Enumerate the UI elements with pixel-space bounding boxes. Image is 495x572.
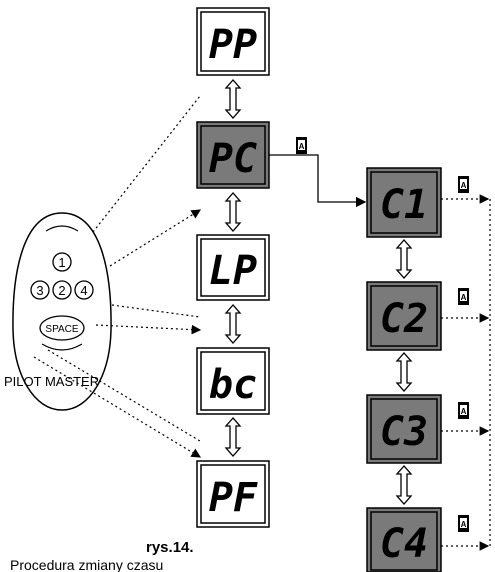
display-c2: C2 [367,282,441,350]
display-bc: bc [197,348,269,414]
double-arrow-icon [397,466,411,504]
display-c1-text: C1 [380,182,428,228]
button-a-icon: A [458,288,469,305]
display-pp: PP [197,8,269,75]
remote-label: PILOT MASTER [4,374,99,389]
display-pf: PF [197,461,269,527]
remote-button-3: 3 [36,283,43,298]
double-arrow-icon [397,353,411,391]
caption-title: rys.14. [146,539,194,556]
dotted-exit-lines [441,199,490,548]
button-a-label: A [299,142,305,151]
button-a-icon: A [296,137,307,154]
button-a-label: A [461,293,467,302]
double-arrow-icon [226,80,240,118]
double-arrow-icon [226,305,240,343]
display-c4-text: C4 [380,521,428,567]
display-c3: C3 [367,395,441,463]
display-pf-text: PF [209,475,258,521]
remote-button-2: 2 [58,283,65,298]
button-a-label: A [461,181,467,190]
button-a-icon: A [458,515,469,532]
display-c3-text: C3 [380,409,428,455]
display-pc: PC [197,122,269,188]
button-a-label: A [461,407,467,416]
display-lp: LP [197,235,269,300]
double-arrow-icon [226,418,240,456]
remote-button-1: 1 [58,255,65,270]
display-pp-text: PP [209,22,257,68]
display-c2-text: C2 [380,296,428,342]
double-arrow-icon [226,193,240,231]
remote-button-4: 4 [80,283,87,298]
button-a-icon: A [458,176,469,193]
display-lp-text: LP [209,248,257,294]
display-pc-text: PC [209,136,257,182]
display-c1: C1 [367,168,441,237]
display-c4: C4 [367,508,441,572]
button-a-icon: A [458,402,469,419]
remote-space-button: SPACE [45,324,78,335]
connector-pc-c1 [269,155,365,202]
caption-subtitle: Procedura zmiany czasu [10,557,163,572]
button-a-label: A [461,520,467,529]
display-bc-text: bc [209,362,257,408]
double-arrow-icon [397,240,411,278]
